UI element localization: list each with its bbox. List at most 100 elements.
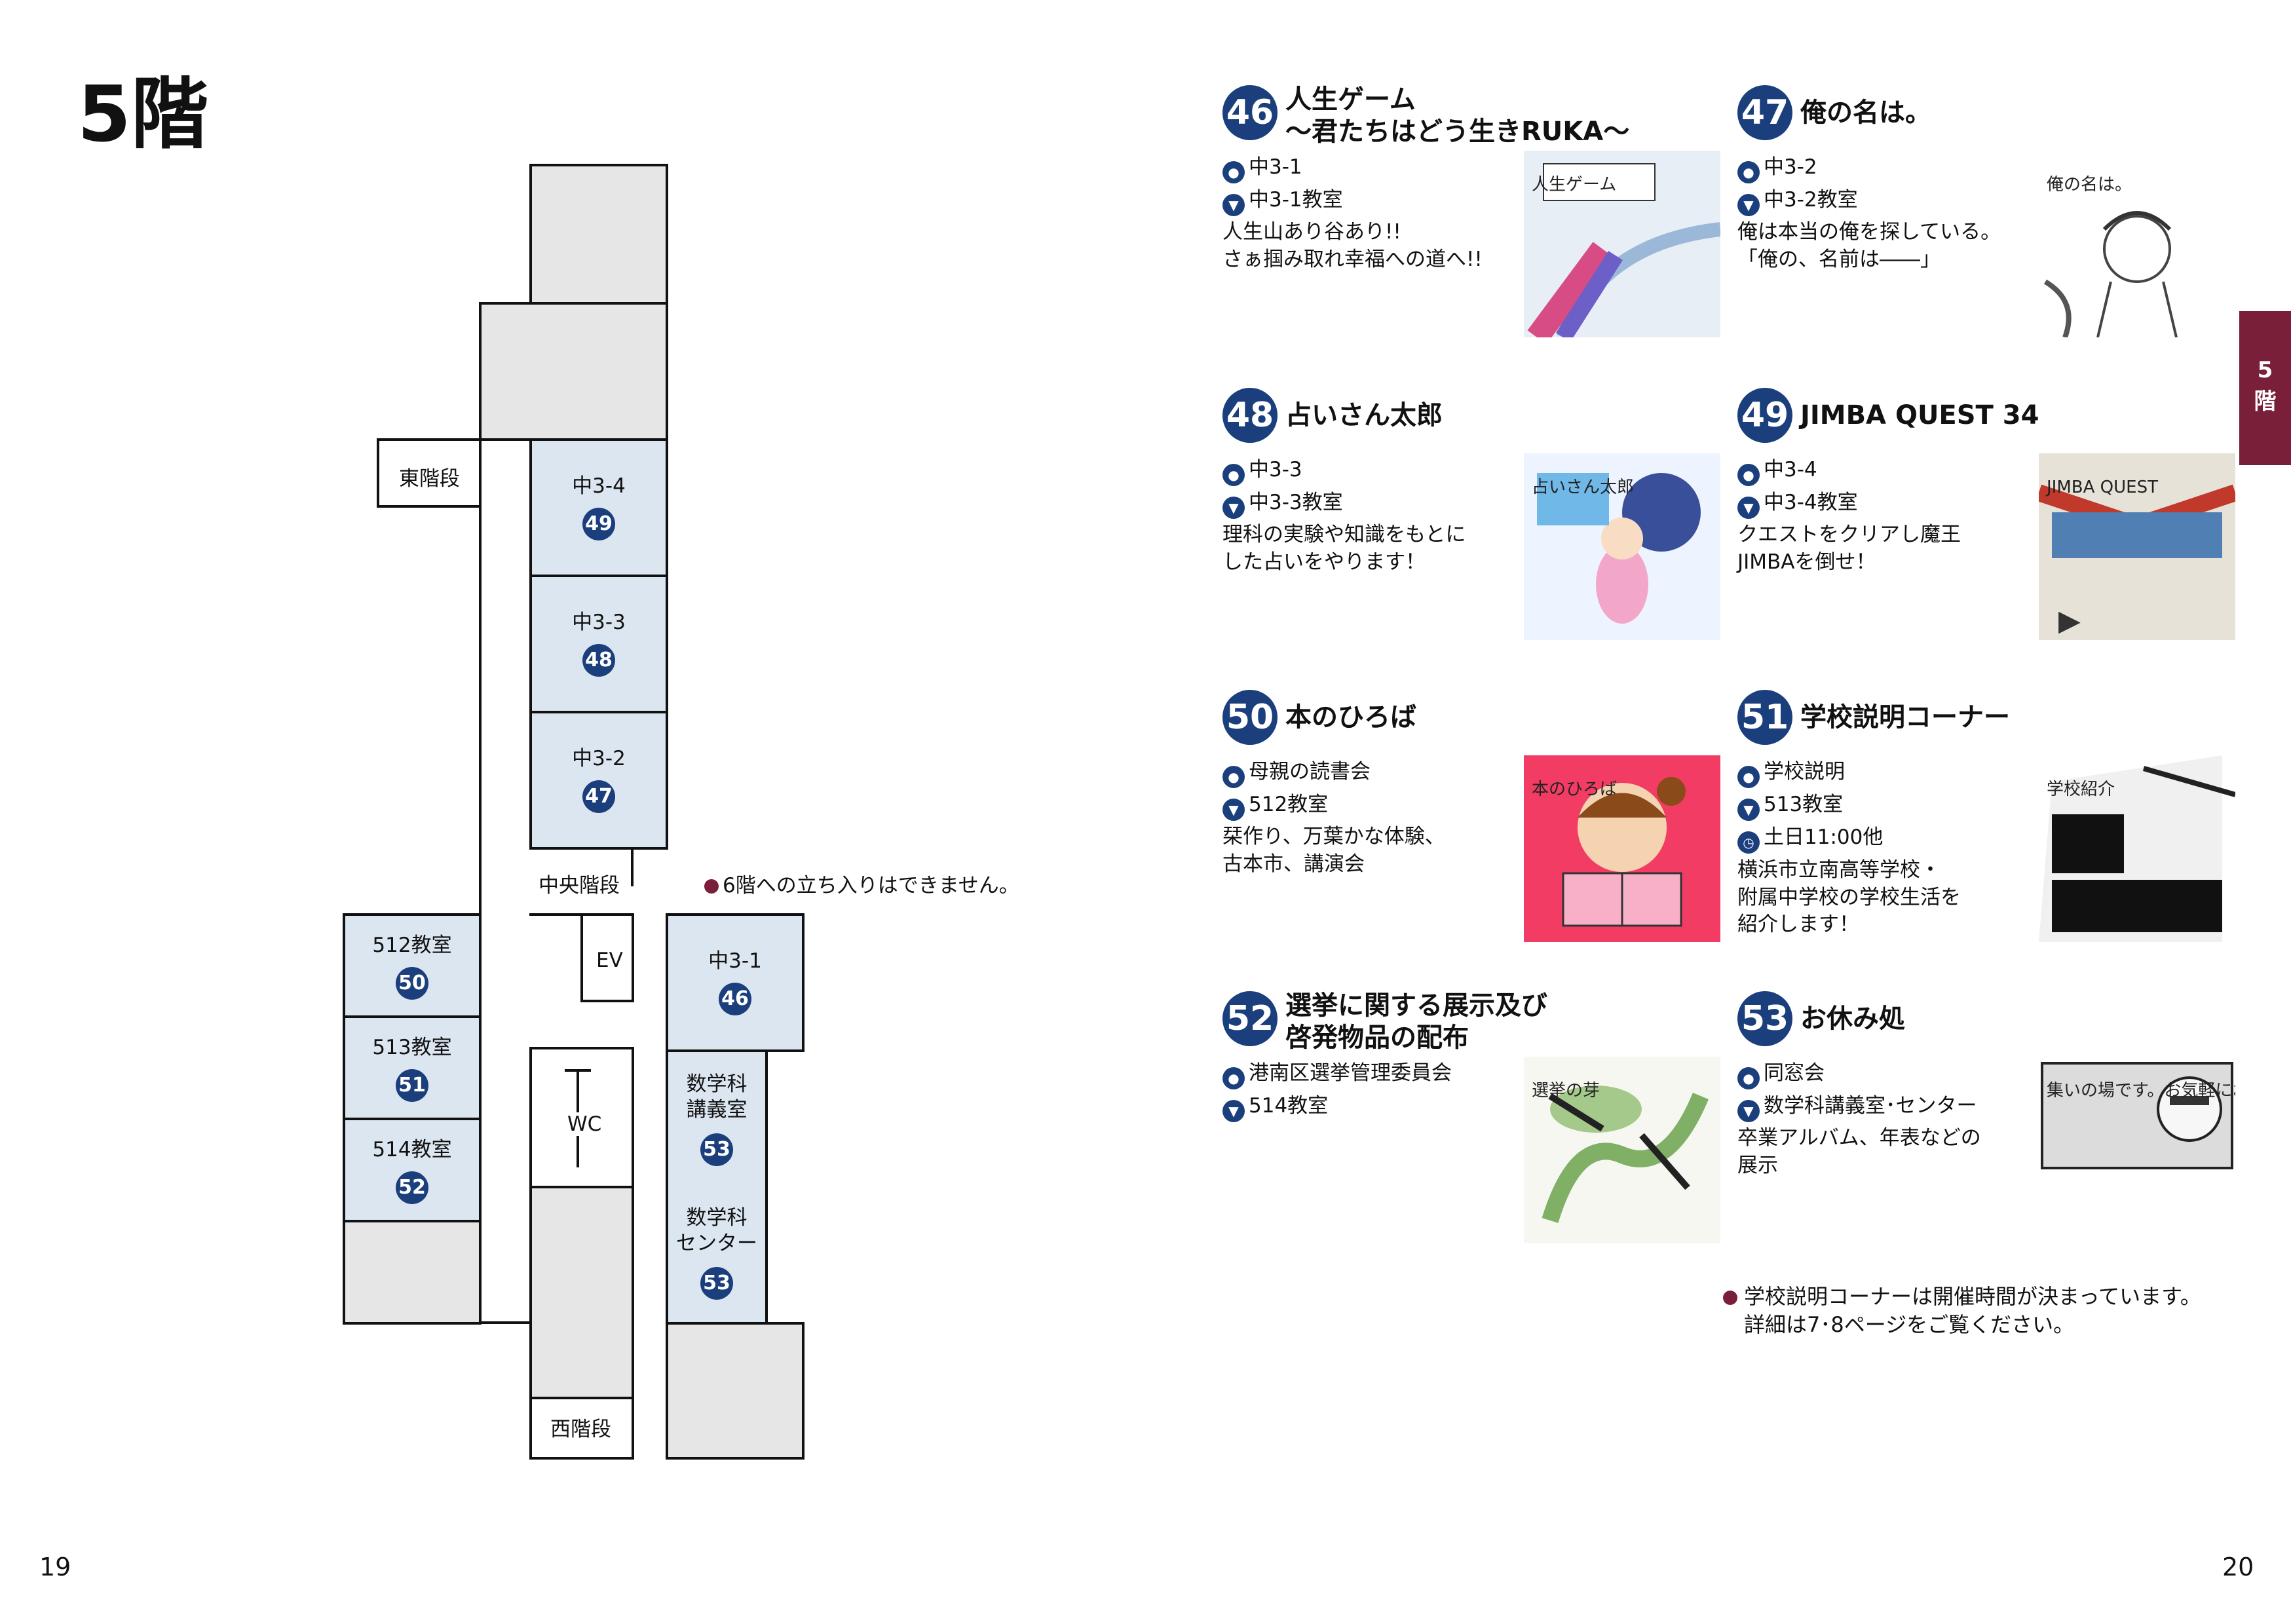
map-badge-47: 47 (582, 780, 615, 813)
booth-number-badge: 46 (1222, 85, 1278, 140)
group-icon: ● (1737, 766, 1760, 788)
map-room-514: 514教室 52 (343, 1118, 482, 1222)
booth-info: ●中3-1▼中3-1教室人生山あり谷あり!! さぁ掴み取れ幸福への道へ!! (1222, 151, 1498, 274)
booth-group-row: ●中3-1 (1222, 151, 1498, 183)
map-block-lower-right (666, 1322, 805, 1460)
booth-group-row: ●中3-3 (1222, 453, 1498, 486)
booth-illustration: 学校紹介 (2039, 755, 2235, 942)
booth-place-row: ▼中3-1教室 (1222, 183, 1498, 217)
booth-illustration: 本のひろば (1524, 755, 1720, 942)
note-dot-icon (1723, 1291, 1737, 1305)
clock-icon: ◷ (1737, 831, 1760, 854)
booth-group-row: ●中3-2 (1737, 151, 2013, 183)
booth-info: ●中3-3▼中3-3教室理科の実験や知識をもとに した占いをやります！ (1222, 453, 1498, 576)
booth-title: 人生ゲーム 〜君たちはどう生きRUKA〜 (1285, 85, 1630, 147)
map-badge-51: 51 (396, 1069, 428, 1102)
booth-description: 横浜市立南高等学校・ 附属中学校の学校生活を 紹介します！ (1737, 858, 1961, 937)
map-room-c31: 中3-1 46 (666, 913, 805, 1052)
map-room-math-center: 数学科 センター 53 (666, 1186, 768, 1325)
booth-illustration: 集いの場です。お気軽にお立ち寄りください。 (2039, 1057, 2235, 1243)
booth-info: ●港南区選挙管理委員会▼514教室 (1222, 1057, 1498, 1123)
booth-description: 俺は本当の俺を探している。 「俺の、名前は――」 (1737, 220, 2001, 272)
booth-place-row: ▼514教室 (1222, 1089, 1498, 1123)
group-icon: ● (1222, 464, 1245, 486)
booth-group-row: ●中3-4 (1737, 453, 2013, 486)
map-block-center (529, 1186, 634, 1399)
booth-info: ●中3-4▼中3-4教室クエストをクリアし魔王 JIMBAを倒せ！ (1737, 453, 2013, 576)
booth-description: 卒業アルバム、年表などの 展示 (1737, 1126, 1981, 1178)
map-center-corridor (632, 1047, 634, 1460)
booth-description: 理科の実験や知識をもとに した占いをやります！ (1222, 523, 1466, 575)
map-room-513: 513教室 51 (343, 1015, 482, 1120)
foot-note: 学校説明コーナーは開催時間が決まっています。 詳細は7･8ページをご覧ください。 (1723, 1283, 2201, 1339)
booth-place-row: ▼中3-4教室 (1737, 486, 2013, 519)
location-pin-icon: ▼ (1222, 799, 1245, 821)
note-dot-icon (704, 879, 719, 894)
map-ev: EV (580, 913, 634, 1002)
map-badge-49: 49 (582, 508, 615, 540)
booth-group-row: ●同窓会 (1737, 1057, 2013, 1089)
booth-illustration-text: 占いさん太郎 (1532, 478, 1634, 497)
map-west-stairs: 西階段 (529, 1397, 634, 1460)
booth-info: ●学校説明▼513教室◷土日11:00他横浜市立南高等学校・ 附属中学校の学校生… (1737, 755, 2013, 939)
map-wc: WC (529, 1047, 634, 1188)
booth-number-badge: 47 (1737, 85, 1792, 140)
floor-title: 5階 (77, 69, 209, 159)
booth-time-row: ◷土日11:00他 (1737, 821, 2013, 854)
location-pin-icon: ▼ (1222, 1100, 1245, 1123)
booth-group-row: ●母親の読書会 (1222, 755, 1498, 788)
central-stairs-label: 中央階段 (539, 874, 620, 897)
group-icon: ● (1222, 161, 1245, 183)
booth-title: 俺の名は。 (1800, 98, 1931, 128)
booth-place-row: ▼中3-3教室 (1222, 486, 1498, 519)
booth-53: 53 お休み処 ●同窓会▼数学科講義室･センター卒業アルバム、年表などの 展示集いの… (1737, 991, 2235, 1266)
booth-number-badge: 52 (1222, 991, 1278, 1046)
map-badge-52: 52 (396, 1171, 428, 1204)
map-badge-53a: 53 (700, 1133, 733, 1166)
map-room-math-lecture: 数学科 講義室 53 (666, 1049, 768, 1188)
booth-description: 人生山あり谷あり!! さぁ掴み取れ幸福への道へ!! (1222, 220, 1483, 272)
booth-group-row: ●学校説明 (1737, 755, 2013, 788)
west-stairs-label: 西階段 (550, 1418, 611, 1441)
booth-illustration-text: 人生ゲーム (1532, 175, 1616, 195)
booth-title: 本のひろば (1285, 702, 1416, 732)
map-lower-corridor (479, 1321, 532, 1324)
map-room-c34: 中3-4 49 (529, 438, 668, 577)
group-icon: ● (1222, 1067, 1245, 1089)
booth-info: ●中3-2▼中3-2教室俺は本当の俺を探している。 「俺の、名前は――」 (1737, 151, 2013, 274)
booth-title: JIMBA QUEST 34 (1800, 400, 2039, 430)
page-number-right: 20 (2222, 1553, 2254, 1581)
group-icon: ● (1737, 1067, 1760, 1089)
location-pin-icon: ▼ (1737, 799, 1760, 821)
booth-place-row: ▼512教室 (1222, 788, 1498, 821)
booth-title: お休み処 (1800, 1004, 1905, 1034)
booth-number-badge: 53 (1737, 991, 1792, 1046)
map-block-lower-left (343, 1220, 482, 1325)
booth-illustration: ▶ JIMBA QUEST (2039, 453, 2235, 640)
booth-title: 占いさん太郎 (1285, 400, 1443, 430)
location-pin-icon: ▼ (1737, 497, 1760, 519)
booth-place-row: ▼中3-2教室 (1737, 183, 2013, 217)
booth-illustration-text: JIMBA QUEST (2045, 478, 2158, 497)
svg-text:▶: ▶ (2058, 604, 2081, 637)
booth-info: ●母親の読書会▼512教室栞作り、万葉かな体験、 古本市、講演会 (1222, 755, 1498, 878)
booth-illustration: 俺の名は。 (2039, 151, 2235, 337)
floor-note: 6階への立ち入りはできません。 (704, 869, 1019, 898)
location-pin-icon: ▼ (1222, 194, 1245, 217)
map-block-top (529, 164, 668, 305)
booth-illustration: 選挙の芽 (1524, 1057, 1720, 1243)
group-icon: ● (1222, 766, 1245, 788)
booth-info: ●同窓会▼数学科講義室･センター卒業アルバム、年表などの 展示 (1737, 1057, 2013, 1180)
booth-illustration-text: 学校紹介 (2047, 780, 2115, 799)
booth-number-badge: 48 (1222, 388, 1278, 443)
booth-place-row: ▼513教室 (1737, 788, 2013, 821)
map-stairs-wall (631, 847, 634, 886)
booth-group-row: ●港南区選挙管理委員会 (1222, 1057, 1498, 1089)
booth-number-badge: 49 (1737, 388, 1792, 443)
